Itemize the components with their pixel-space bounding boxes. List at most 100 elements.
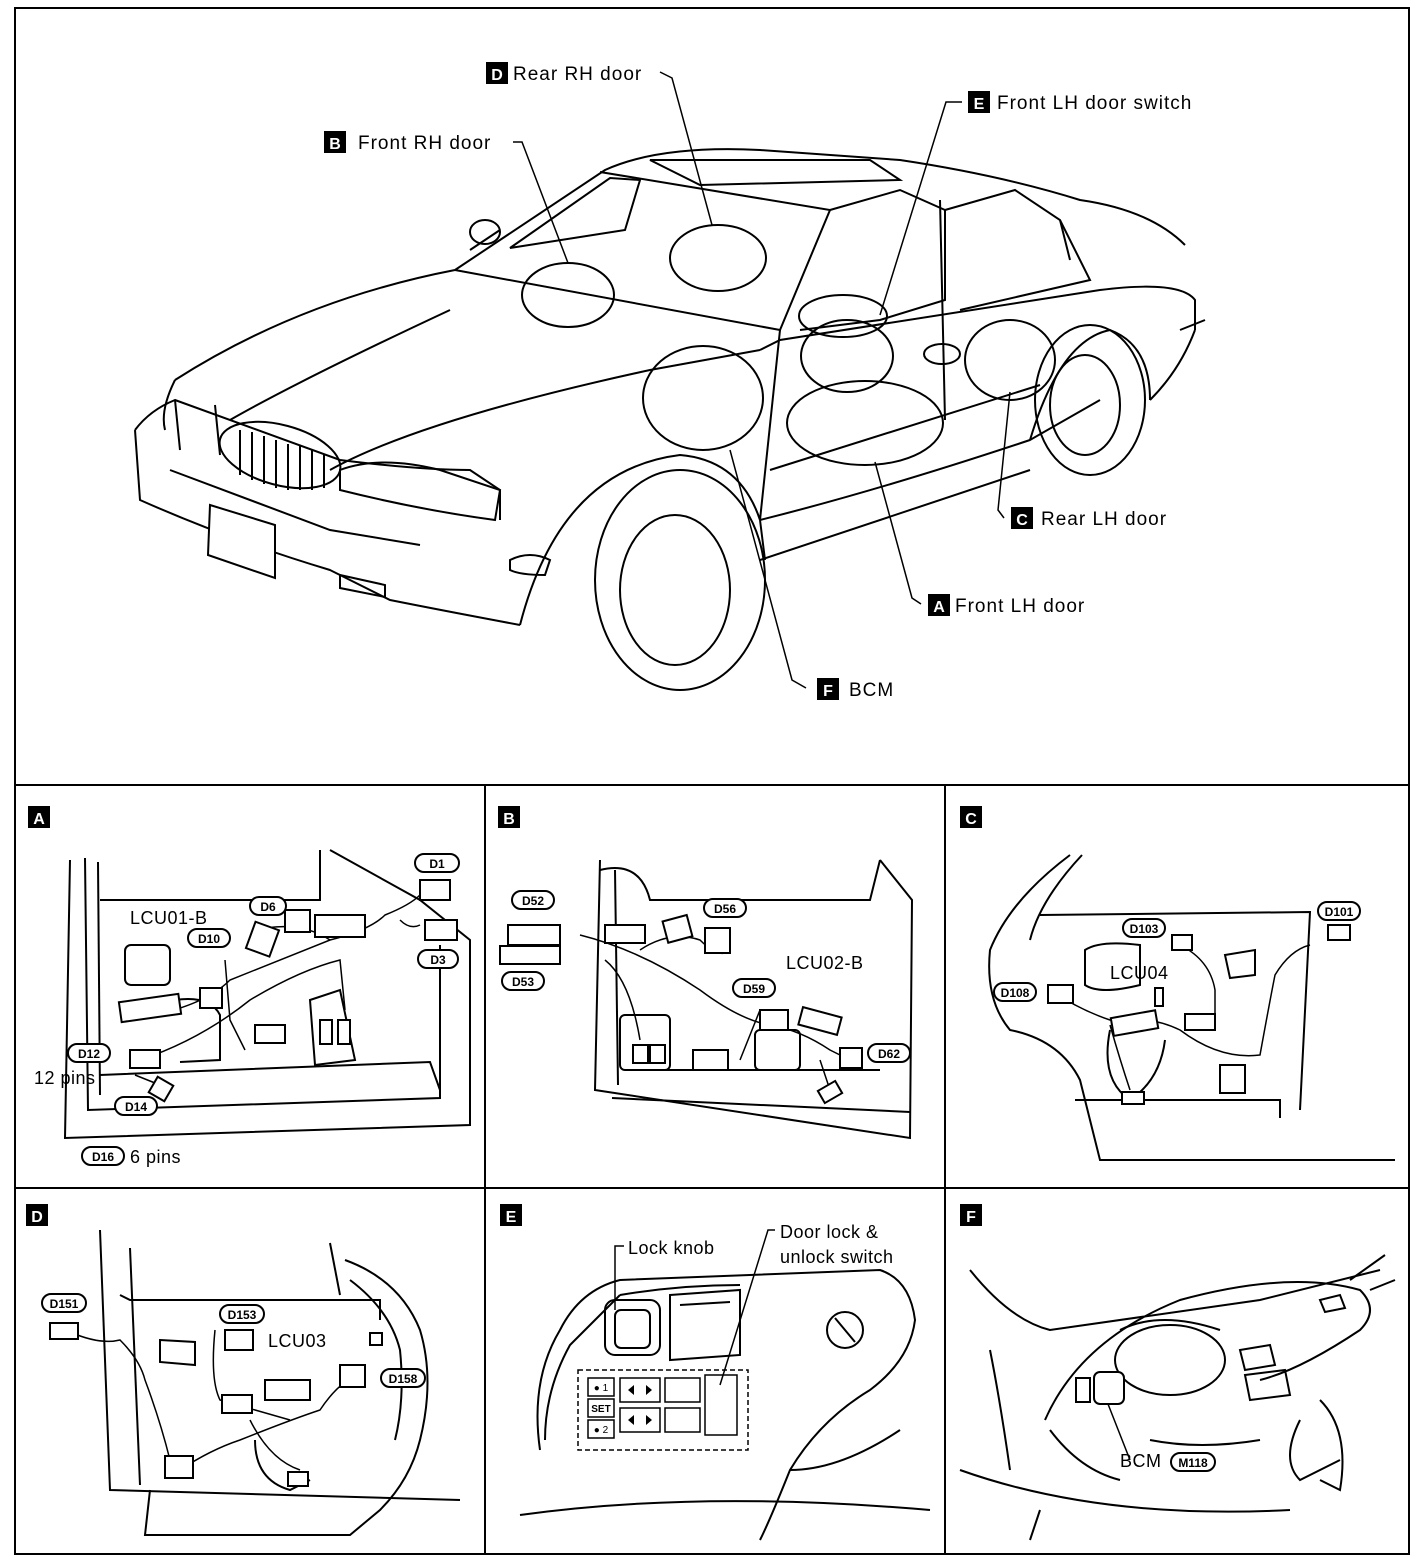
panel-b: B xyxy=(498,806,914,1140)
svg-text:B: B xyxy=(329,136,341,153)
connector-d56: D56 xyxy=(703,898,747,918)
svg-text:6 pins: 6 pins xyxy=(130,1147,181,1167)
callout-A: A Front LH door xyxy=(928,594,1085,617)
svg-text:Front RH door: Front RH door xyxy=(358,133,491,154)
svg-text:D101: D101 xyxy=(1325,905,1354,919)
connector-d52: D52 xyxy=(511,890,555,910)
svg-text:F: F xyxy=(823,683,833,700)
svg-text:M118: M118 xyxy=(1178,1456,1208,1470)
connector-m118: M118 xyxy=(1170,1452,1216,1472)
switch-panel: ● 1 SET ● 2 xyxy=(577,1369,749,1451)
svg-text:C: C xyxy=(965,811,977,828)
svg-text:LCU03: LCU03 xyxy=(268,1331,327,1351)
svg-text:D62: D62 xyxy=(878,1047,900,1061)
svg-text:A: A xyxy=(933,599,945,616)
svg-text:12 pins: 12 pins xyxy=(34,1068,96,1088)
connector-d14: D14 xyxy=(114,1096,158,1116)
components-a xyxy=(117,879,458,1103)
svg-text:D108: D108 xyxy=(1001,986,1030,1000)
svg-text:D1: D1 xyxy=(429,857,445,871)
svg-text:LCU01-B: LCU01-B xyxy=(130,908,208,928)
panel-c: C LCU04 D101 xyxy=(960,806,1395,1161)
svg-text:D103: D103 xyxy=(1130,922,1159,936)
panel-a: A xyxy=(28,806,471,1167)
connector-d1: D1 xyxy=(414,853,460,873)
callout-D: D Rear RH door xyxy=(486,62,642,85)
svg-text:SET: SET xyxy=(591,1404,610,1415)
connector-d103: D103 xyxy=(1122,918,1166,938)
panel-e: E ● 1 SET ● 2 xyxy=(500,1204,931,1541)
svg-text:C: C xyxy=(1016,512,1028,529)
svg-text:D: D xyxy=(491,67,503,84)
svg-text:LCU04: LCU04 xyxy=(1110,963,1169,983)
svg-text:BCM: BCM xyxy=(1120,1451,1162,1471)
svg-text:Rear RH door: Rear RH door xyxy=(513,64,642,85)
connector-d6: D6 xyxy=(249,896,287,916)
svg-text:● 2: ● 2 xyxy=(594,1425,609,1436)
connector-d108: D108 xyxy=(993,982,1037,1002)
svg-text:D14: D14 xyxy=(125,1100,147,1114)
svg-text:● 1: ● 1 xyxy=(594,1383,609,1394)
svg-text:Rear LH door: Rear LH door xyxy=(1041,509,1167,530)
components-d xyxy=(49,1322,383,1487)
components-b xyxy=(499,913,863,1105)
svg-text:BCM: BCM xyxy=(849,680,894,701)
door-b-outline xyxy=(593,859,914,1140)
svg-text:Door lock &: Door lock & xyxy=(780,1222,879,1242)
connector-d53: D53 xyxy=(501,971,545,991)
bcm-unit xyxy=(1075,1371,1125,1405)
connector-d153: D153 xyxy=(219,1304,265,1324)
leaders-e xyxy=(614,1229,775,1386)
svg-text:D16: D16 xyxy=(92,1150,114,1164)
svg-text:D10: D10 xyxy=(198,932,220,946)
svg-text:D56: D56 xyxy=(714,902,736,916)
svg-text:B: B xyxy=(503,811,515,828)
frame xyxy=(14,7,1410,1555)
callout-B: B Front RH door xyxy=(324,131,491,154)
connector-d12: D12 xyxy=(67,1043,111,1063)
connector-d59: D59 xyxy=(732,978,776,998)
connector-d101: D101 xyxy=(1317,901,1361,921)
door-d-outline xyxy=(99,1229,461,1536)
callout-C: C Rear LH door xyxy=(1011,507,1167,530)
leader-lines xyxy=(513,71,1011,689)
callout-F: F BCM xyxy=(817,678,894,701)
components-c xyxy=(1047,924,1351,1105)
svg-text:E: E xyxy=(974,96,985,113)
svg-text:Front LH door switch: Front LH door switch xyxy=(997,93,1192,114)
svg-text:D52: D52 xyxy=(522,894,544,908)
callout-E: E Front LH door switch xyxy=(968,91,1192,114)
panel-d: D LCU03 D151 xyxy=(26,1204,461,1536)
svg-text:Lock knob: Lock knob xyxy=(628,1238,715,1258)
connector-d16: D16 xyxy=(81,1146,125,1166)
door-a-outline xyxy=(63,849,471,1140)
svg-text:A: A xyxy=(33,811,45,828)
door-c-outline xyxy=(988,854,1395,1161)
svg-text:D12: D12 xyxy=(78,1047,100,1061)
svg-text:D53: D53 xyxy=(512,975,534,989)
svg-text:D153: D153 xyxy=(228,1308,257,1322)
svg-text:Front LH door: Front LH door xyxy=(955,596,1085,617)
svg-text:F: F xyxy=(966,1209,976,1226)
svg-text:E: E xyxy=(506,1209,517,1226)
svg-text:D: D xyxy=(31,1209,43,1226)
connector-d3: D3 xyxy=(417,949,459,969)
svg-text:D3: D3 xyxy=(430,953,446,967)
panel-f: F BCM M118 xyxy=(959,1204,1396,1541)
svg-text:LCU02-B: LCU02-B xyxy=(786,953,864,973)
harness-d xyxy=(69,1329,361,1471)
connector-d151: D151 xyxy=(41,1293,87,1313)
connector-d62: D62 xyxy=(867,1043,911,1063)
connector-d10: D10 xyxy=(187,928,231,948)
svg-text:D59: D59 xyxy=(743,982,765,996)
callout-circles xyxy=(521,224,1056,466)
harness-c xyxy=(1049,944,1311,1091)
dashboard-outline xyxy=(959,1254,1396,1541)
connector-d158: D158 xyxy=(380,1368,426,1388)
svg-text:unlock switch: unlock switch xyxy=(780,1247,894,1267)
armrest-outline xyxy=(519,1268,931,1541)
svg-text:D158: D158 xyxy=(389,1372,418,1386)
svg-text:D6: D6 xyxy=(260,900,276,914)
svg-text:D151: D151 xyxy=(50,1297,79,1311)
